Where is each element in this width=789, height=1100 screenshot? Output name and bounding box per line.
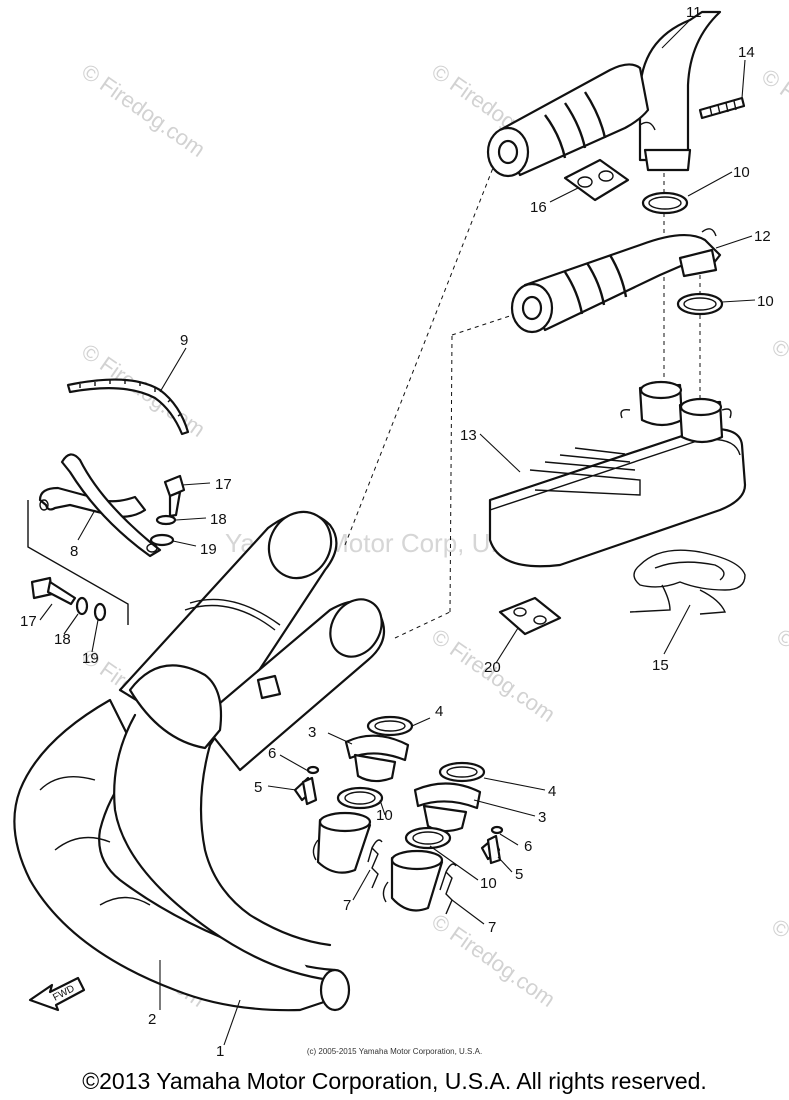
fastener-group-outline [27, 500, 129, 625]
callout-16: 16 [530, 199, 547, 216]
callout-10: 10 [480, 875, 497, 892]
part-12-lower-pipe [510, 228, 722, 334]
part-8-bracket [38, 453, 162, 558]
callout-5: 5 [254, 779, 262, 796]
callout-leaders [39, 19, 756, 1046]
part-14-stud [698, 96, 746, 120]
callout-19: 19 [200, 541, 217, 558]
callout-15: 15 [652, 657, 669, 674]
callout-9: 9 [180, 332, 188, 349]
leader-line [449, 334, 453, 613]
leader-line [344, 149, 501, 546]
callout-2: 2 [148, 1011, 156, 1028]
callout-18: 18 [210, 511, 227, 528]
leader-line [394, 611, 451, 639]
part-9-band [66, 378, 190, 436]
callout-17: 17 [215, 476, 232, 493]
callout-19: 19 [82, 650, 99, 667]
callout-18: 18 [54, 631, 71, 648]
forward-arrow: FWD [28, 976, 86, 1012]
part-16-plate [563, 158, 630, 202]
part-20-plate [498, 596, 562, 636]
callout-14: 14 [738, 44, 755, 61]
callout-20: 20 [484, 659, 501, 676]
callout-10: 10 [376, 807, 393, 824]
upper-fastener-set [149, 474, 186, 547]
watermark-text: © Firedog.com [767, 334, 789, 437]
part-10-gasket-inner [683, 297, 717, 311]
watermark-text: © Firedog.com [767, 914, 789, 1017]
part-15-clamp-wire [629, 549, 746, 615]
callout-4: 4 [548, 783, 556, 800]
watermark-text: © Firedog.com [757, 64, 789, 167]
callout-labels: 11 14 10 16 12 10 13 15 20 9 17 18 19 8 … [20, 4, 774, 1060]
callout-8: 8 [70, 543, 78, 560]
callout-3: 3 [308, 724, 316, 741]
copyright-notice: ©2013 Yamaha Motor Corporation, U.S.A. A… [82, 1068, 707, 1094]
right-joint-assembly [293, 715, 504, 915]
leader-line [451, 311, 523, 336]
lower-fastener-set [30, 576, 107, 622]
callout-7: 7 [488, 919, 496, 936]
callout-1: 1 [216, 1043, 224, 1060]
callout-17: 17 [20, 613, 37, 630]
callout-7: 7 [343, 897, 351, 914]
watermark-text: © Firedog.com [772, 624, 789, 727]
callout-10: 10 [733, 164, 750, 181]
callout-12: 12 [754, 228, 771, 245]
part-13-silencer-box [488, 380, 747, 568]
callout-5: 5 [515, 866, 523, 883]
part-1-2-exhaust-pipes [13, 510, 386, 1012]
callout-6: 6 [268, 745, 276, 762]
callout-4: 4 [435, 703, 443, 720]
callout-11: 11 [686, 4, 702, 21]
callout-13: 13 [460, 427, 477, 444]
part-10-gasket-inner [648, 196, 682, 210]
callout-10: 10 [757, 293, 774, 310]
part-11-upper-pipe [486, 10, 722, 178]
callout-3: 3 [538, 809, 546, 826]
callout-6: 6 [524, 838, 532, 855]
copyright-small: (c) 2005-2015 Yamaha Motor Corporation, … [306, 1047, 483, 1056]
watermark-text: © Firedog.com [77, 59, 210, 162]
